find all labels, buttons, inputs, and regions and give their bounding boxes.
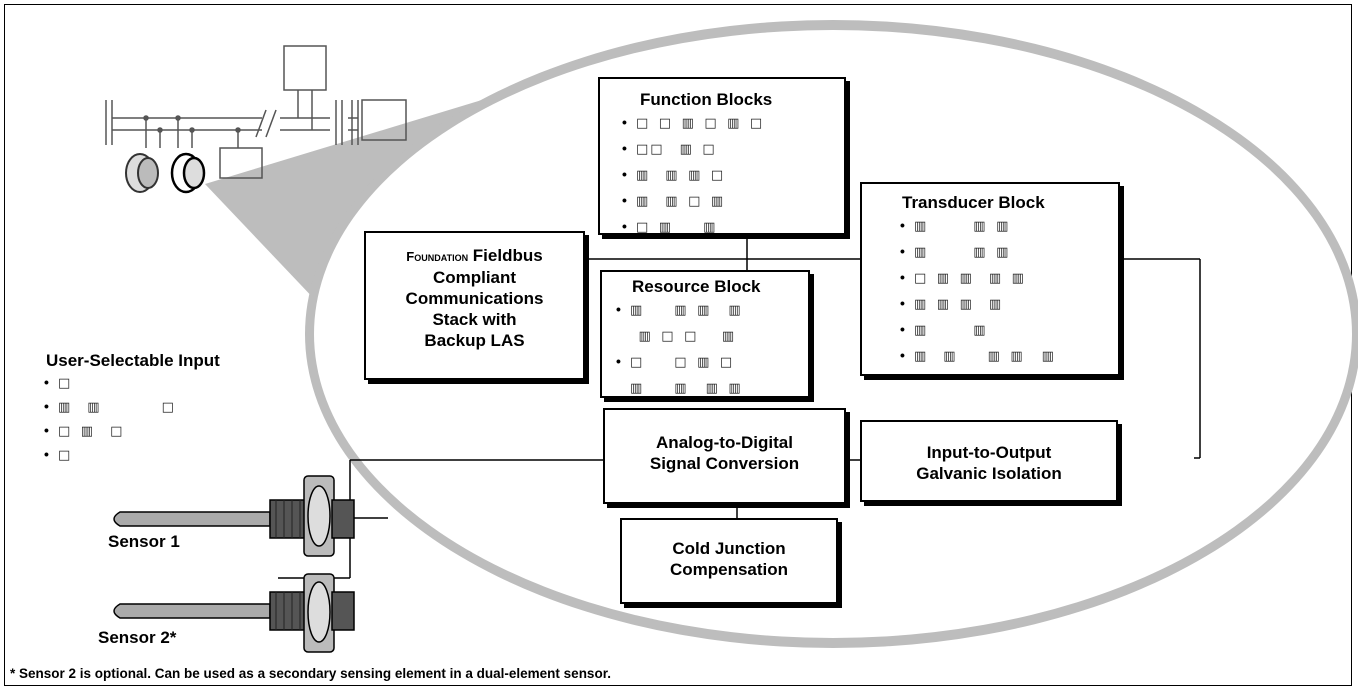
list-item: •□ □ ▥ □ — [616, 353, 735, 370]
function-blocks-box: Function Blocks •□ □ ▥ □ ▥ □ •□□ ▥ □ •▥ … — [598, 77, 846, 235]
list-item: •▥ ▥ — [900, 321, 988, 338]
fieldbus-stack-line2: Compliant — [432, 268, 517, 287]
sensor-1-probe — [113, 475, 355, 557]
list-item: •▥ ▥ ▥ — [900, 217, 1011, 234]
sensor-1-label: Sensor 1 — [108, 532, 180, 551]
list-item: •□ □ ▥ □ ▥ □ — [622, 114, 765, 131]
list-item: •□ ▥ □ — [44, 422, 125, 439]
adc-line2: Signal Conversion — [649, 454, 800, 473]
resource-block-box: Resource Block •▥ ▥ ▥ ▥ ▥ □ □ ▥ •□ □ ▥ □… — [600, 270, 810, 398]
list-item: •▥ ▥ ▥ — [900, 243, 1011, 260]
fieldbus-stack-line5: Backup LAS — [424, 331, 525, 350]
fieldbus-network-sketch — [105, 45, 407, 179]
fieldbus-stack-line4: Stack with — [432, 310, 517, 329]
transmitter-icon — [125, 152, 206, 194]
isolation-box: Input-to-Output Galvanic Isolation — [860, 420, 1118, 502]
sensor-2-label: Sensor 2* — [98, 628, 177, 647]
connector-lines — [278, 235, 1201, 579]
transducer-block-title: Transducer Block — [902, 193, 1045, 212]
footnote: * Sensor 2 is optional. Can be used as a… — [10, 666, 611, 681]
list-item: •▥ ▥ ▥ ▥ ▥ — [900, 347, 1056, 364]
cjc-box: Cold Junction Compensation — [620, 518, 838, 604]
list-item: •□ — [44, 374, 73, 391]
list-item: •□ ▥ ▥ ▥ ▥ — [900, 269, 1026, 286]
user-input-list: •□ •▥ ▥ □ •□ ▥ □ •□ — [44, 371, 306, 467]
fieldbus-stack-line3: Communications — [405, 289, 544, 308]
user-input-title: User-Selectable Input — [46, 351, 220, 370]
isolation-line1: Input-to-Output — [926, 443, 1052, 462]
sensor-2-probe — [113, 573, 355, 653]
fieldbus-stack-box: Foundation Fieldbus Compliant Communicat… — [364, 231, 585, 380]
list-item: •□□ ▥ □ — [622, 140, 717, 157]
cjc-line1: Cold Junction — [672, 539, 786, 558]
resource-block-list: •▥ ▥ ▥ ▥ ▥ □ □ ▥ •□ □ ▥ □ ▥ ▥ ▥ ▥ — [616, 297, 808, 401]
list-item: ▥ ▥ ▥ ▥ — [630, 381, 743, 396]
list-item: •▥ ▥ □ — [44, 398, 176, 415]
list-item: •▥ ▥ □ ▥ — [622, 192, 726, 209]
transducer-block-list: •▥ ▥ ▥ •▥ ▥ ▥ •□ ▥ ▥ ▥ ▥ •▥ ▥ ▥ ▥ •▥ ▥ •… — [900, 213, 1118, 369]
list-item: •□ — [44, 446, 73, 463]
function-blocks-title: Function Blocks — [640, 90, 773, 109]
user-input-section: User-Selectable Input •□ •▥ ▥ □ •□ ▥ □ •… — [44, 350, 306, 467]
isolation-line2: Galvanic Isolation — [916, 464, 1062, 483]
fieldbus-stack-line1: Foundation Fieldbus — [406, 246, 543, 265]
cjc-line2: Compensation — [669, 560, 789, 579]
list-item: ▥ □ □ ▥ — [630, 329, 737, 344]
function-blocks-list: •□ □ ▥ □ ▥ □ •□□ ▥ □ •▥ ▥ ▥ □ •▥ ▥ □ ▥ •… — [622, 110, 844, 240]
adc-line1: Analog-to-Digital — [656, 433, 793, 452]
list-item: •▥ ▥ ▥ ▥ — [616, 301, 743, 318]
list-item: •▥ ▥ ▥ □ — [622, 166, 726, 183]
adc-box: Analog-to-Digital Signal Conversion — [603, 408, 846, 504]
list-item: •▥ ▥ ▥ ▥ — [900, 295, 1004, 312]
transducer-block-box: Transducer Block •▥ ▥ ▥ •▥ ▥ ▥ •□ ▥ ▥ ▥ … — [860, 182, 1120, 376]
resource-block-title: Resource Block — [632, 277, 761, 296]
list-item: •□ ▥ ▥ — [622, 218, 718, 235]
